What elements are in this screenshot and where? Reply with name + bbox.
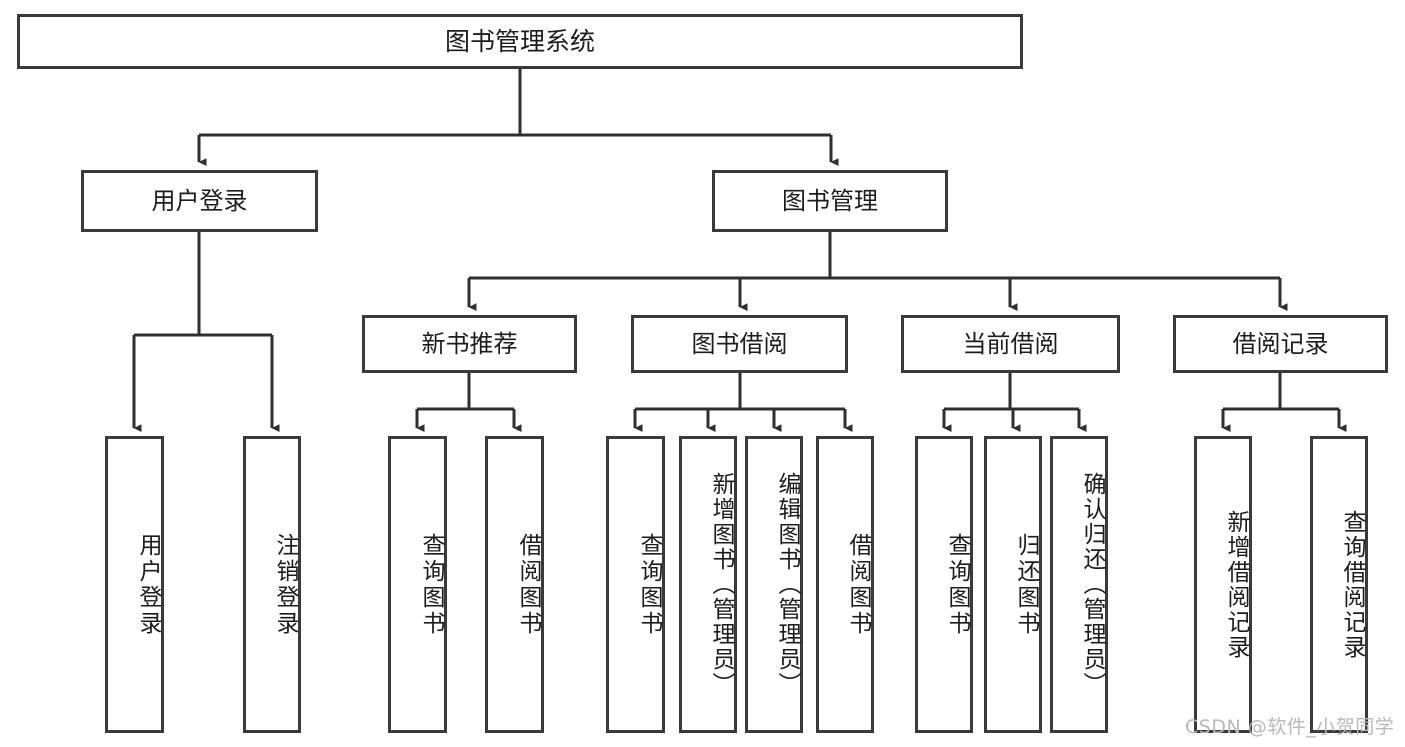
- node-label: 借阅图书: [845, 532, 871, 637]
- node-label: 图书管理系统: [444, 26, 595, 56]
- node-label: 用户登录: [135, 532, 161, 637]
- node-leaf-confirm-return[interactable]: 确认归还（管理员）: [1050, 436, 1108, 733]
- node-label: 新增图书（管理员）: [708, 472, 734, 697]
- node-leaf-user-logout[interactable]: 注销登录: [243, 436, 301, 733]
- node-label: 查询借阅记录: [1339, 509, 1365, 660]
- node-bookmgmt[interactable]: 图书管理: [712, 170, 948, 232]
- node-label: 编辑图书（管理员）: [774, 472, 800, 697]
- node-label: 新增借阅记录: [1223, 509, 1249, 660]
- node-root[interactable]: 图书管理系统: [17, 14, 1023, 69]
- node-leaf-query-book-2[interactable]: 查询图书: [606, 436, 665, 733]
- node-leaf-borrow-book-1[interactable]: 借阅图书: [485, 436, 544, 733]
- node-label: 用户登录: [151, 186, 248, 215]
- node-leaf-edit-book[interactable]: 编辑图书（管理员）: [745, 436, 803, 733]
- node-label: 当前借阅: [962, 329, 1059, 358]
- node-leaf-borrow-book-2[interactable]: 借阅图书: [816, 436, 874, 733]
- node-leaf-user-login[interactable]: 用户登录: [105, 436, 164, 733]
- node-leaf-query-book-3[interactable]: 查询图书: [915, 436, 973, 733]
- node-label: 借阅记录: [1232, 329, 1329, 358]
- node-label: 注销登录: [272, 532, 298, 637]
- node-record[interactable]: 借阅记录: [1173, 315, 1388, 373]
- node-label: 图书管理: [782, 186, 878, 215]
- node-leaf-return-book[interactable]: 归还图书: [984, 436, 1042, 733]
- node-label: 查询图书: [944, 532, 970, 637]
- node-current[interactable]: 当前借阅: [901, 315, 1120, 373]
- node-leaf-add-book[interactable]: 新增图书（管理员）: [679, 436, 737, 733]
- node-borrow[interactable]: 图书借阅: [631, 315, 848, 373]
- node-newbook[interactable]: 新书推荐: [362, 315, 577, 373]
- node-label: 新书推荐: [421, 329, 518, 358]
- node-label: 确认归还（管理员）: [1079, 472, 1105, 697]
- node-label: 借阅图书: [515, 532, 541, 637]
- node-label: 图书借阅: [691, 329, 788, 358]
- watermark: CSDN @软件_小贺同学: [1185, 716, 1395, 738]
- node-label: 查询图书: [418, 532, 444, 637]
- node-leaf-query-book-1[interactable]: 查询图书: [388, 436, 447, 733]
- node-login[interactable]: 用户登录: [81, 170, 318, 232]
- node-leaf-query-record[interactable]: 查询借阅记录: [1310, 436, 1368, 733]
- node-label: 归还图书: [1013, 532, 1039, 637]
- node-leaf-add-record[interactable]: 新增借阅记录: [1194, 436, 1252, 733]
- node-label: 查询图书: [636, 532, 662, 637]
